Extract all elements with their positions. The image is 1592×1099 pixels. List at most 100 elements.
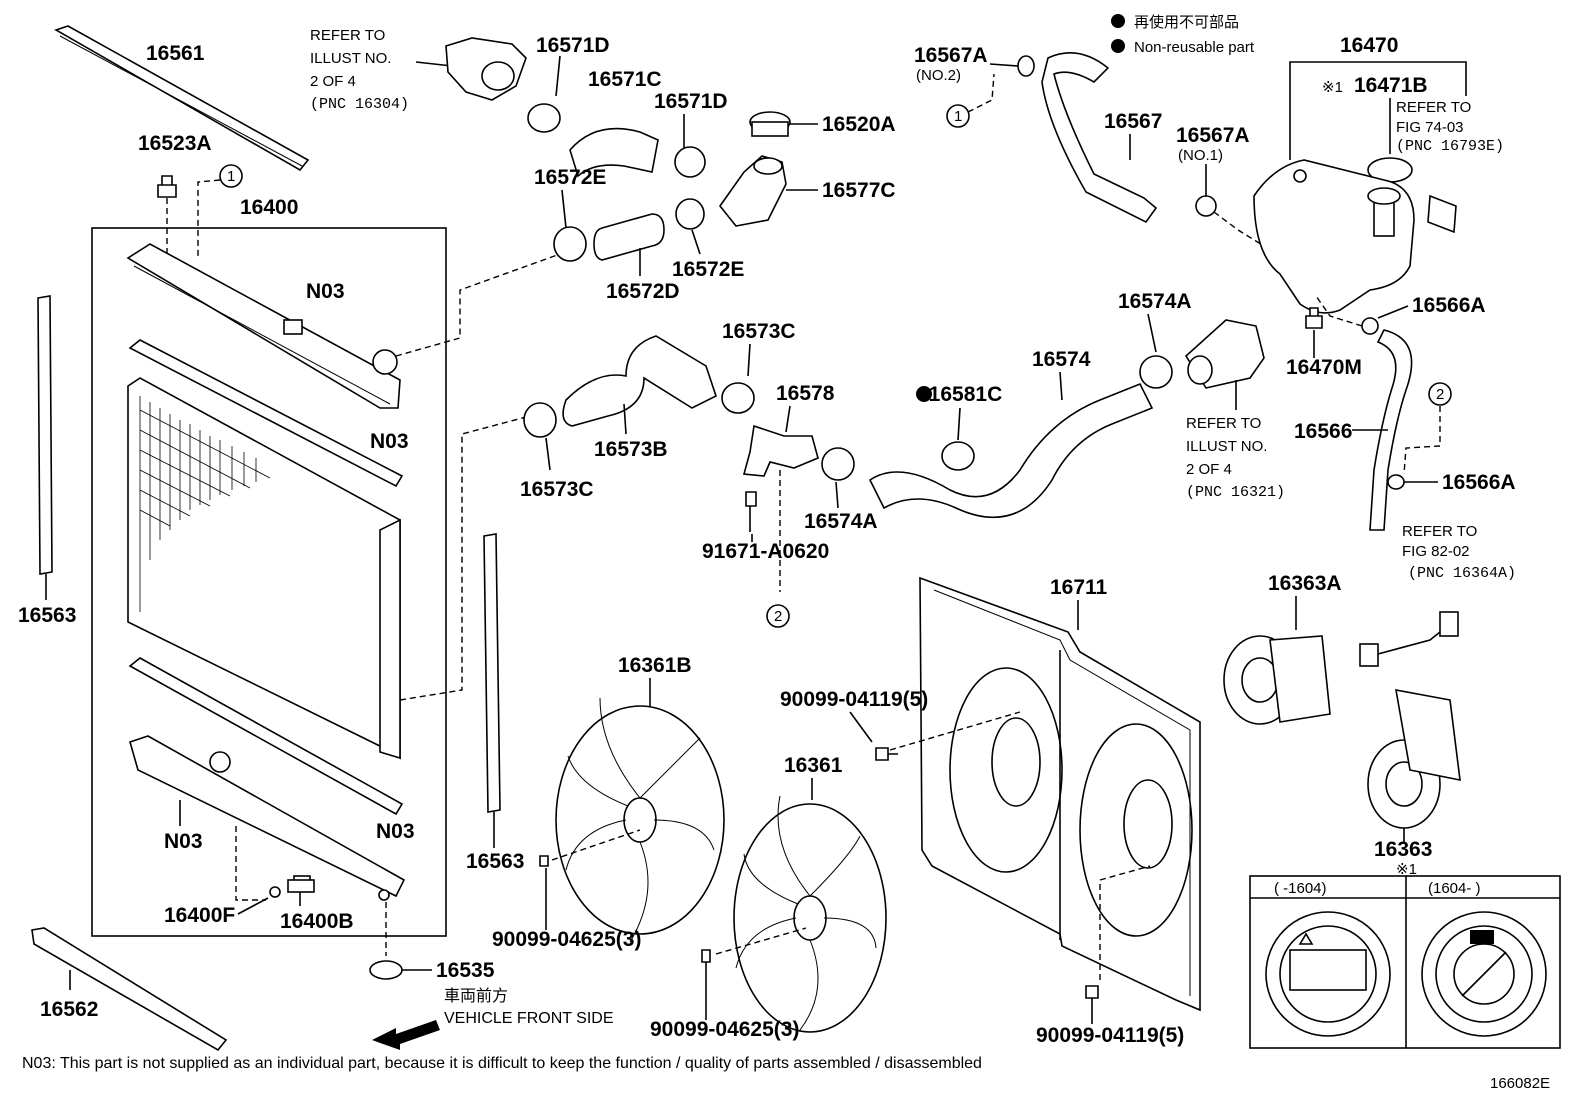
label-16563-mid: 16563 — [466, 850, 524, 873]
part-16563-mid — [483, 533, 501, 813]
label-16578: 16578 — [776, 382, 835, 405]
seal-n03-upper — [128, 339, 404, 488]
tee-joint-16578 — [742, 424, 819, 477]
label-bolt-bottom: 90099-04119(5) — [1036, 1024, 1184, 1047]
svg-text:(PNC 16321): (PNC 16321) — [1186, 484, 1285, 501]
label-16574: 16574 — [1032, 348, 1091, 371]
svg-text:(PNC 16364A): (PNC 16364A) — [1408, 565, 1516, 582]
gasket-16581C — [941, 441, 975, 471]
label-91671: 91671-A0620 — [702, 540, 829, 563]
fan-shroud-16711 — [919, 576, 1201, 1012]
hose-16571C — [569, 127, 659, 178]
inset-left-label: ( -1604) — [1274, 880, 1327, 897]
clamp-16572E-a — [553, 226, 587, 262]
label-16361: 16361 — [784, 754, 843, 777]
clamp-16567A-a — [1017, 55, 1035, 77]
circle-ref-1b — [946, 104, 970, 128]
label-16571C: 16571C — [588, 68, 662, 91]
svg-text:(PNC 16304): (PNC 16304) — [310, 96, 409, 113]
label-n03-lower-tank: N03 — [164, 830, 203, 853]
label-bolt-left: 90099-04625(3) — [492, 928, 641, 951]
figure-id: 166082E — [1490, 1075, 1550, 1092]
screw-left — [539, 855, 549, 867]
label-16363A: 16363A — [1268, 572, 1342, 595]
label-16566A-a: 16566A — [1412, 294, 1486, 317]
nonreusable-bullet-icon-2 — [1111, 39, 1125, 53]
label-bolt-top: 90099-04119(5) — [780, 688, 928, 711]
ref2-block: REFER TO FIG 74-03 (PNC 16793E) — [1396, 99, 1504, 155]
clamp-16571D-a — [527, 103, 561, 133]
label-16535: 16535 — [436, 959, 495, 982]
water-outlet-housing — [445, 37, 527, 101]
clamp-16572E-b — [675, 198, 705, 230]
svg-text:FIG 82-02: FIG 82-02 — [1402, 543, 1470, 560]
label-n03-mid: N03 — [370, 430, 409, 453]
label-16574A-b: 16574A — [804, 510, 878, 533]
part-16561-drawing — [54, 25, 310, 172]
label-16562: 16562 — [40, 998, 98, 1021]
nonreusable-marker — [916, 386, 932, 402]
clamp-16571D-b — [674, 146, 706, 178]
label-16561: 16561 — [146, 42, 205, 65]
bracket-16470M — [1305, 307, 1323, 329]
vehicle-front-arrow-icon — [372, 1020, 440, 1050]
label-16363: 16363 — [1374, 838, 1432, 861]
cap-16520A-body — [751, 121, 789, 137]
fan-motor-16363A — [1223, 635, 1331, 725]
reservoir-16470 — [1253, 159, 1415, 314]
screw-mid — [701, 949, 711, 963]
label-16470M: 16470M — [1286, 356, 1362, 379]
circle-ref-2b-text: 2 — [774, 608, 782, 625]
connector-16364A — [1359, 611, 1459, 667]
mark-1: ※1 — [1322, 79, 1343, 96]
label-n03-low: N03 — [376, 820, 415, 843]
cap-version-inset — [1249, 875, 1561, 1049]
ref3-block: REFER TO ILLUST NO. 2 OF 4 (PNC 16321) — [1186, 415, 1285, 501]
ref4-block: REFER TO FIG 82-02 (PNC 16364A) — [1402, 523, 1516, 582]
label-16470: 16470 — [1340, 34, 1398, 57]
hose-16572D — [593, 213, 665, 261]
circle-ref-1a-text: 1 — [227, 168, 235, 185]
direction-jp: 車両前方 — [444, 987, 508, 1005]
label-bolt-mid: 90099-04625(3) — [650, 1018, 799, 1041]
circle-ref-1a — [219, 164, 243, 188]
part-16562-drawing — [31, 927, 228, 1052]
nonreusable-bullet-icon — [1111, 14, 1125, 28]
label-16566A-b: 16566A — [1442, 471, 1516, 494]
radiator-core — [127, 377, 401, 760]
clamp-16573C-b — [523, 402, 557, 438]
label-16567A-b-sub: (NO.1) — [1178, 147, 1223, 164]
direction-en: VEHICLE FRONT SIDE — [444, 1010, 614, 1027]
bolt-91671 — [745, 491, 757, 532]
label-16581C: ●16581C — [916, 383, 1002, 406]
label-16572E-a: 16572E — [534, 166, 606, 189]
label-16361B: 16361B — [618, 654, 692, 677]
label-16573B: 16573B — [594, 438, 668, 461]
label-16566: 16566 — [1294, 420, 1352, 443]
label-16471B: 16471B — [1354, 74, 1428, 97]
label-16571D-b: 16571D — [654, 90, 728, 113]
svg-text:REFER TO: REFER TO — [310, 27, 385, 44]
clamp-16566A-b — [1387, 474, 1405, 490]
fan-16361B — [555, 697, 725, 943]
label-16400F: 16400F — [164, 904, 235, 927]
label-16567A-a: 16567A — [914, 44, 988, 67]
fan-16361 — [733, 795, 887, 1033]
legend-en: Non-reusable part — [1134, 39, 1255, 56]
circle-ref-1b-text: 1 — [954, 108, 962, 125]
hose-16566 — [1369, 329, 1413, 531]
footnote-n03: N03: This part is not supplied as an ind… — [22, 1055, 982, 1072]
clamp-16573C-a — [721, 382, 755, 414]
label-16520A: 16520A — [822, 113, 896, 136]
radiator-upper-tank — [126, 243, 401, 409]
clamp-16566A-a — [1361, 317, 1379, 335]
radiator-lower-tank — [129, 735, 406, 901]
legend-jp: 再使用不可部品 — [1134, 14, 1239, 31]
label-n03-upper: N03 — [306, 280, 345, 303]
label-16400: 16400 — [240, 196, 298, 219]
hose-16567 — [1041, 52, 1158, 224]
label-16572E-b: 16572E — [672, 258, 744, 281]
circle-ref-2b — [766, 604, 790, 628]
svg-text:REFER TO: REFER TO — [1402, 523, 1477, 540]
